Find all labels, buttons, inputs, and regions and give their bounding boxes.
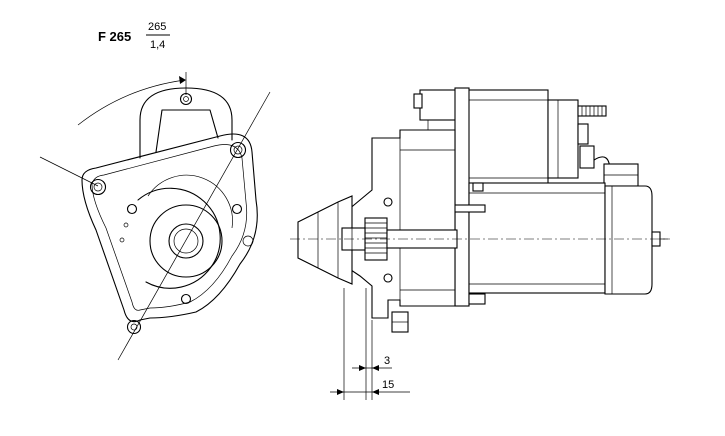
housing-inner-arc: [147, 174, 233, 229]
dimension-lines: 3 15: [330, 288, 410, 400]
terminal-thread: [581, 106, 603, 116]
dim-15-label: 15: [382, 379, 394, 391]
flange-outline: [81, 133, 258, 323]
end-cap: [604, 185, 653, 295]
top-lug-outer: [139, 87, 233, 159]
left-mount-hole: [89, 178, 107, 196]
left-mount-hole-core: [93, 182, 103, 192]
solenoid-base-tab: [413, 93, 423, 109]
bottom-mount-hole-core: [130, 323, 138, 331]
pin-left: [123, 222, 129, 228]
housing-rivet-bottom: [383, 273, 393, 283]
solenoid-body: [462, 89, 549, 186]
pinion-housing: [149, 204, 223, 278]
right-mount-hole-core: [233, 145, 243, 155]
right-mount-hole: [229, 141, 247, 159]
pin-left-lower: [119, 237, 125, 243]
top-lug-inner: [155, 109, 219, 153]
model-label: F 265 265 1,4: [98, 21, 170, 51]
flange-inner-rim: [91, 144, 248, 311]
bottom-mount-hole: [126, 319, 142, 335]
dim-3-label: 3: [384, 355, 390, 367]
fraction-numerator: 265: [148, 21, 166, 33]
screw-upper-left: [126, 203, 138, 215]
pinion-bore: [168, 223, 204, 259]
fraction-denominator: 1,4: [150, 39, 165, 51]
screw-bottom: [180, 293, 192, 305]
nose-housing: [297, 195, 353, 285]
side-view: [290, 87, 670, 333]
housing-outer-arc: [137, 187, 221, 289]
dim-3-arrow-right: [372, 365, 379, 371]
bolt-head-lower: [468, 293, 486, 305]
screw-right: [231, 203, 243, 215]
leader-left: [39, 156, 99, 187]
drive-housing-ribs: [400, 149, 455, 291]
dim-15-arrow-right: [372, 389, 379, 395]
side-boss: [242, 235, 254, 247]
bolt-head-upper: [472, 182, 484, 192]
front-view: [39, 72, 271, 361]
dim-3-arrow-left: [359, 365, 366, 371]
terminal-stud: [577, 105, 607, 117]
model-code: F 265: [98, 29, 131, 44]
solenoid-cap: [547, 99, 579, 179]
housing-rivet-top: [383, 197, 393, 207]
small-terminal: [579, 145, 595, 169]
terminal-nut: [577, 123, 589, 145]
top-bolt-hole: [179, 92, 193, 106]
pinion-teeth: [365, 222, 387, 254]
top-bolt-hole-core: [183, 96, 189, 102]
shaft: [173, 228, 199, 254]
motor-housing: [468, 182, 606, 294]
dim-15-arrow-left: [337, 389, 344, 395]
pivot-arc: [77, 79, 186, 126]
mounting-plate: [454, 87, 470, 307]
pivot-arrow: [179, 76, 186, 84]
